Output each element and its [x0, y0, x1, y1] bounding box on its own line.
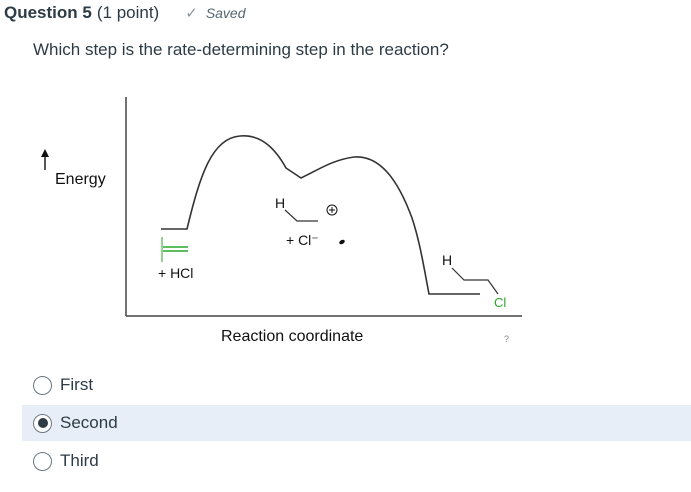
radio-dot-icon — [37, 418, 48, 428]
radio-button[interactable] — [33, 375, 52, 395]
energy-profile-curve — [161, 135, 480, 295]
intermediate-h-label: H — [275, 195, 285, 211]
radio-button[interactable] — [33, 451, 52, 471]
option-label: Third — [60, 451, 99, 470]
save-status-label: Saved — [205, 5, 246, 21]
question-header: Question 5 (1 point) ✓ Saved — [4, 3, 246, 25]
save-status: ✓ Saved — [185, 4, 245, 22]
option-label: First — [60, 375, 94, 394]
alkene-double-bond-icon — [161, 237, 188, 262]
energy-arrow-icon — [41, 149, 49, 170]
option-first[interactable]: First — [33, 367, 93, 403]
product-h-label: H — [442, 252, 452, 268]
question-title: Question 5 — [4, 3, 92, 22]
radio-button-selected[interactable] — [33, 413, 52, 433]
corner-mark: ? — [504, 334, 509, 344]
electron-pair-icon — [339, 239, 345, 245]
option-third[interactable]: Third — [33, 443, 99, 479]
y-axis-label: Energy — [55, 171, 106, 188]
x-axis-label: Reaction coordinate — [221, 328, 363, 345]
checkmark-icon: ✓ — [185, 5, 198, 22]
question-prompt: Which step is the rate-determining step … — [33, 40, 449, 59]
option-second[interactable]: Second — [22, 405, 691, 441]
plus-charge-icon — [326, 204, 338, 216]
question-points: (1 point) — [96, 3, 160, 22]
product-cl-label: Cl — [494, 295, 506, 310]
intermediate-bond-lines — [284, 209, 318, 222]
reactant-label: + HCl — [158, 265, 193, 281]
chloride-label: + Cl⁻ — [286, 232, 319, 248]
option-label: Second — [60, 413, 118, 432]
product-bond-lines — [451, 267, 499, 295]
